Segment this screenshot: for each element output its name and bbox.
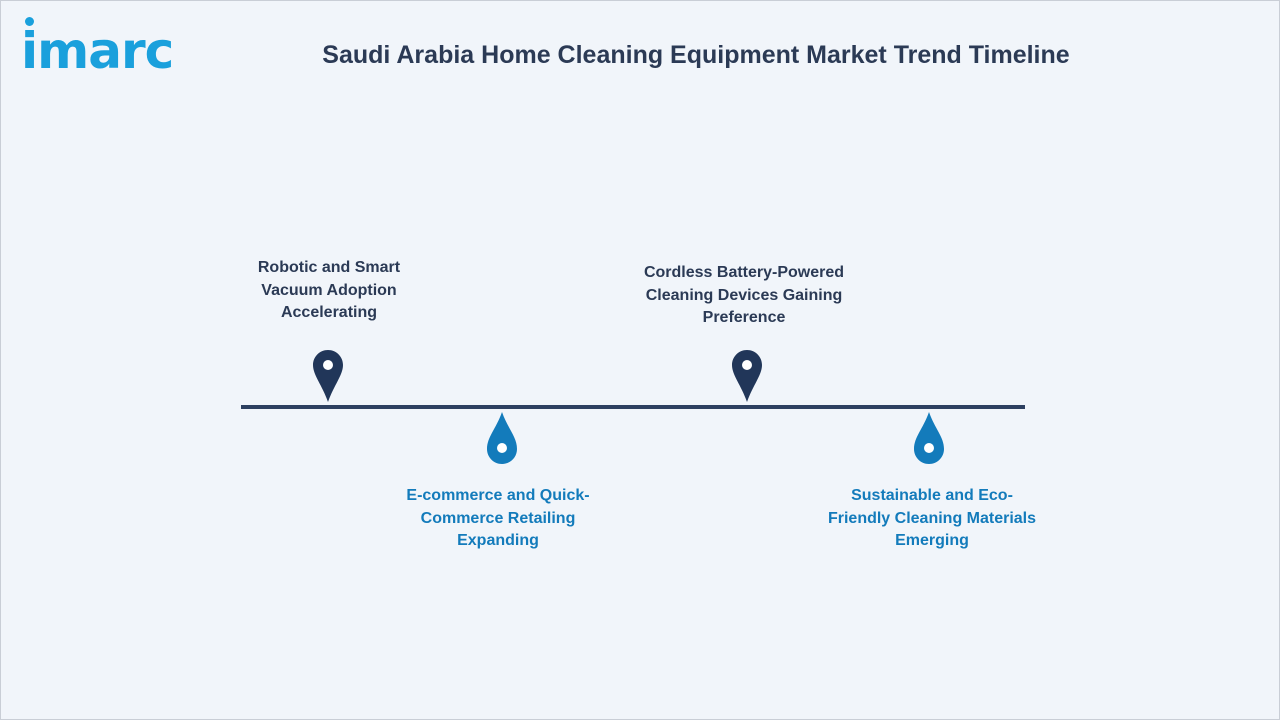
label-line: Preference bbox=[702, 309, 786, 326]
logo-dot bbox=[25, 17, 34, 26]
label-line: Cordless Battery-Powered bbox=[643, 264, 845, 281]
logo-text: imarc bbox=[21, 22, 174, 80]
label-line: Friendly Cleaning Materials bbox=[827, 509, 1037, 527]
timeline-label-1: Robotic and Smart Vacuum Adoption Accele… bbox=[209, 257, 449, 325]
label-line: Vacuum Adoption bbox=[261, 281, 397, 299]
label-line: Commerce Retailing bbox=[420, 509, 576, 527]
map-pin-icon bbox=[731, 349, 763, 403]
label-line: Sustainable and Eco- bbox=[851, 487, 1013, 504]
map-pin-icon bbox=[312, 349, 344, 403]
drop-icon bbox=[486, 411, 518, 465]
label-line: E-commerce and Quick- bbox=[406, 487, 590, 504]
drop-icon bbox=[913, 411, 945, 465]
timeline-label-4: Sustainable and Eco- Friendly Cleaning M… bbox=[812, 485, 1052, 553]
page-title: Saudi Arabia Home Cleaning Equipment Mar… bbox=[322, 41, 1070, 69]
timeline-label-3: Cordless Battery-Powered Cleaning Device… bbox=[624, 262, 864, 330]
label-line: Emerging bbox=[895, 532, 969, 549]
imarc-logo: imarc bbox=[21, 15, 201, 81]
label-line: Robotic and Smart bbox=[257, 259, 401, 276]
timeline-label-2: E-commerce and Quick- Commerce Retailing… bbox=[378, 485, 618, 553]
label-line: Expanding bbox=[457, 532, 539, 549]
label-line: Accelerating bbox=[280, 304, 378, 321]
timeline-line bbox=[241, 405, 1025, 409]
label-line: Cleaning Devices Gaining bbox=[645, 286, 843, 304]
